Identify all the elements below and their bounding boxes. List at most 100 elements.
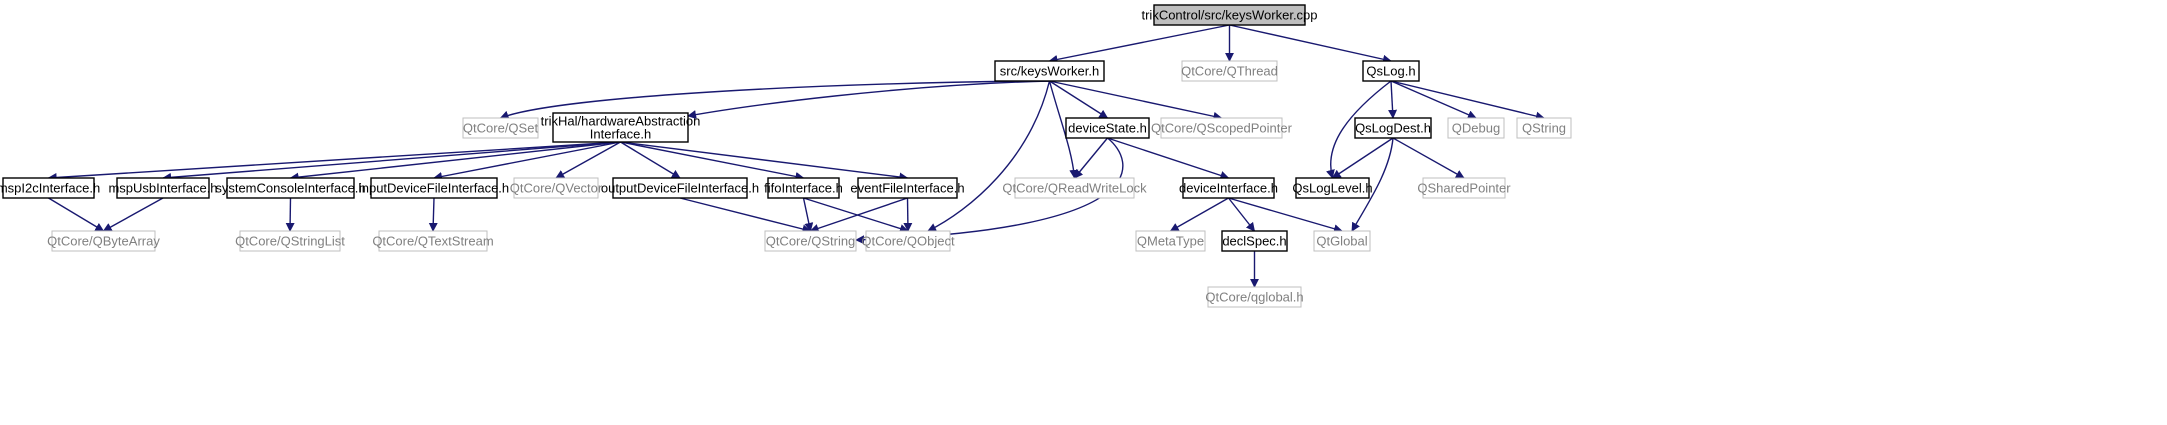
node-fifo[interactable]: fifoInterface.h [764,177,843,199]
node-QDebug: QDebug [1447,117,1505,139]
edge-QsLogDest_h-to-QtGlobal [1351,137,1394,232]
node-keysWorker_h[interactable]: src/keysWorker.h [994,60,1105,82]
node-QStringList: QtCore/QStringList [235,230,345,252]
node-inputDevice[interactable]: inputDeviceFileInterface.h [359,177,509,199]
node-label: QtCore/QObject [861,234,955,249]
node-QsLogLevel_h[interactable]: QsLogLevel.h [1292,177,1373,199]
edge-deviceState_h-to-QReadWriteLock [1073,137,1109,179]
node-box [1065,117,1150,139]
node-sysConsole[interactable]: systemConsoleInterface.h [215,177,366,199]
edge-keysWorker_h-to-QScopedPointer [1049,80,1223,121]
node-box [612,177,748,199]
node-outputDevice[interactable]: outputDeviceFileInterface.h [601,177,759,199]
node-label: QtCore/QByteArray [47,234,160,249]
node-qglobal_h: QtCore/qglobal.h [1205,286,1304,308]
node-label: QtCore/qglobal.h [1205,290,1303,305]
node-box [1516,117,1572,139]
node-label: declSpec.h [1222,234,1286,249]
node-keysWorker_cpp[interactable]: trikControl/src/keysWorker.cpp [1141,4,1318,26]
nodes-layer: trikControl/src/keysWorker.cpp src/keysWo… [0,4,1572,308]
node-QVector: QtCore/QVector [510,177,603,199]
node-label: trikControl/src/keysWorker.cpp [1141,8,1317,23]
node-box [1362,60,1420,82]
edge-sysConsole-to-QStringList [285,197,295,232]
node-label: mspI2cInterface.h [0,181,100,196]
node-label: QtCore/QTextStream [372,234,493,249]
node-label: fifoInterface.h [764,181,843,196]
node-label: QDebug [1452,121,1500,136]
node-box [767,177,840,199]
node-box [1181,60,1278,82]
edge-hwAbstraction-to-sysConsole [289,141,621,182]
edge-keysWorker_cpp-to-QsLog_h [1229,24,1392,64]
node-QThread: QtCore/QThread [1181,60,1278,82]
node-box [370,177,498,199]
edge-QsLog_h-to-QDebug [1390,80,1477,119]
node-label: QSharedPointer [1417,181,1511,196]
edge-deviceInterface_h-to-QtGlobal [1228,197,1343,234]
node-QTextStream: QtCore/QTextStream [372,230,494,252]
node-box [1014,177,1135,199]
node-label: deviceState.h [1068,121,1147,136]
node-QsLogDest_h[interactable]: QsLogDest.h [1354,117,1432,139]
edge-QsLogDest_h-to-QSharedPointer [1392,137,1465,179]
edge-keysWorker_h-to-QReadWriteLock [1048,80,1079,179]
node-label: QtCore/QScopedPointer [1151,121,1293,136]
edge-hwAbstraction-to-QVector [555,141,621,179]
node-box [1313,230,1371,252]
node-label: QtCore/QString [766,234,856,249]
edge-hwAbstraction-to-mspI2c [47,141,621,182]
node-QByteArray: QtCore/QByteArray [47,230,160,252]
node-box [764,230,857,252]
node-declSpec_h[interactable]: declSpec.h [1221,230,1288,252]
edge-eventFile-to-QtCore_QString [809,197,908,233]
node-QMetaType: QMetaType [1135,230,1206,252]
edge-QsLogDest_h-to-QsLogLevel_h [1331,137,1394,179]
node-label: mspUsbInterface.h [108,181,217,196]
node-label: QtCore/QReadWriteLock [1002,181,1147,196]
node-label: deviceInterface.h [1179,181,1278,196]
node-label: QtCore/QSet [463,121,539,136]
node-label: QsLog.h [1366,64,1415,79]
node-box [116,177,210,199]
edge-mspUsb-to-QByteArray [102,197,164,232]
node-box [2,177,95,199]
node-label: inputDeviceFileInterface.h [359,181,509,196]
node-box [1221,230,1288,252]
edge-QsLog_h-to-QsLogLevel_h [1326,80,1392,179]
node-mspI2c[interactable]: mspI2cInterface.h [0,177,100,199]
node-box [994,60,1105,82]
edge-inputDevice-to-QTextStream [428,197,438,232]
node-deviceState_h[interactable]: deviceState.h [1065,117,1150,139]
node-QtGlobal: QtGlobal [1313,230,1371,252]
node-label: QtCore/QStringList [235,234,345,249]
node-mspUsb[interactable]: mspUsbInterface.h [108,177,218,199]
node-box [865,230,951,252]
node-label: outputDeviceFileInterface.h [601,181,759,196]
edge-mspI2c-to-QByteArray [48,197,105,232]
node-QsLog_h[interactable]: QsLog.h [1362,60,1420,82]
edge-deviceInterface_h-to-QMetaType [1169,197,1229,232]
edge-fifo-to-QObject [803,197,909,233]
edge-keysWorker_h-to-QSet [499,80,1050,120]
node-label: Interface.h [590,127,651,142]
node-box [1160,117,1283,139]
edge-keysWorker_cpp-to-keysWorker_h [1048,24,1230,64]
edge-QsLog_h-to-QsLogDest_h [1388,80,1398,119]
node-label: QsLogDest.h [1355,121,1431,136]
node-box [1153,4,1306,26]
node-box [1295,177,1370,199]
node-box [1207,286,1302,308]
edges-layer [47,24,1545,288]
node-box [552,112,689,143]
node-label: systemConsoleInterface.h [215,181,365,196]
node-QString_plain: QString [1516,117,1572,139]
node-box [1182,177,1275,199]
edge-hwAbstraction-to-outputDevice [620,141,681,179]
node-QScopedPointer: QtCore/QScopedPointer [1151,117,1293,139]
node-box [513,177,599,199]
node-deviceInterface_h[interactable]: deviceInterface.h [1179,177,1278,199]
node-eventFile[interactable]: eventFileInterface.h [850,177,965,199]
